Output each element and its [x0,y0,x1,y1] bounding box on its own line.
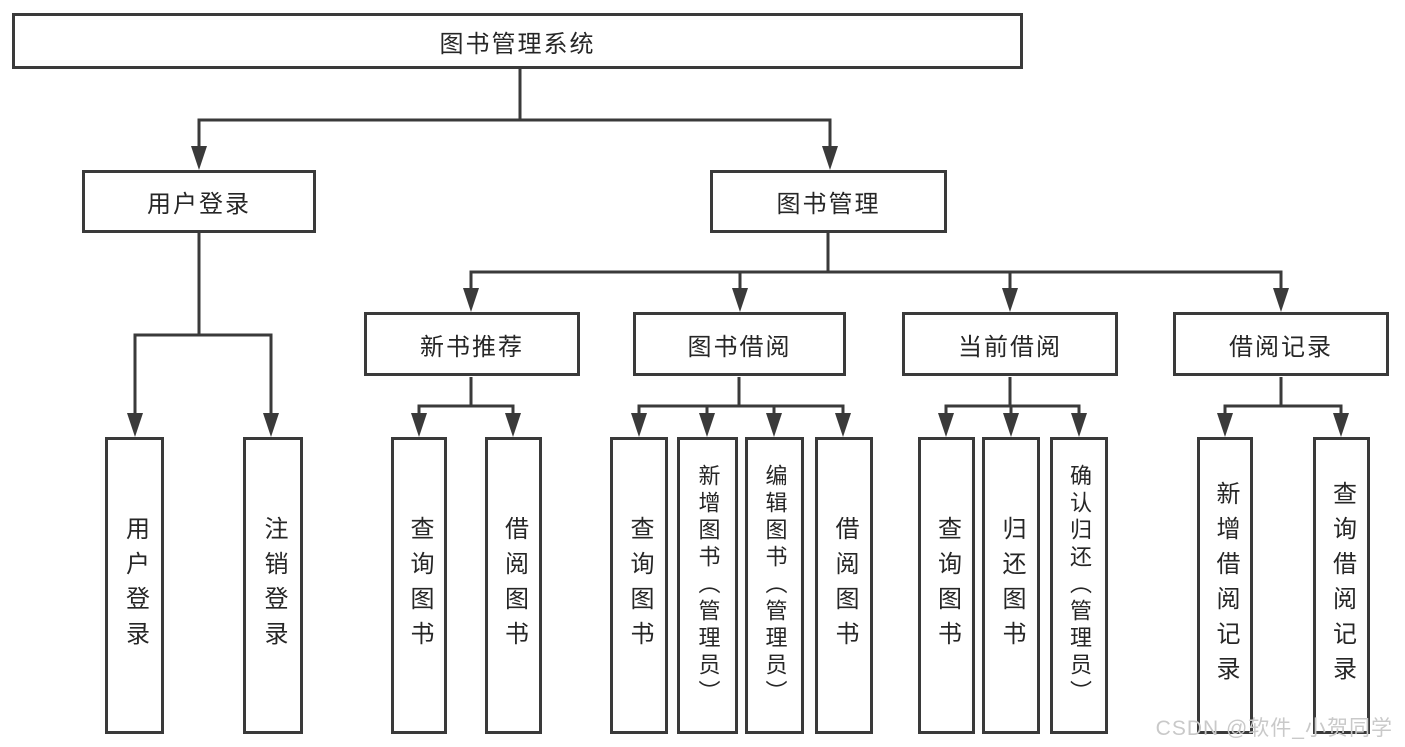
node-borrow-books-borrowing: 借阅图书 [815,437,873,734]
watermark: CSDN @软件_小贺同学 [1155,717,1393,740]
node-user-login-leaf: 用户登录 [105,437,164,734]
node-label: 查询图书 [626,515,653,656]
node-label: 确认归还（管理员） [1067,464,1092,707]
node-label: 编辑图书（管理员） [762,464,788,707]
node-label: 注销登录 [260,515,287,656]
node-add-borrow-record: 新增借阅记录 [1197,437,1253,734]
arrowheads [127,146,1349,437]
node-borrowing-records: 借阅记录 [1173,312,1389,376]
node-new-book-recommendation: 新书推荐 [364,312,580,376]
node-borrow-books-recommend: 借阅图书 [485,437,542,734]
node-label: 借阅图书 [831,515,858,656]
node-book-management: 图书管理 [710,170,947,233]
node-label: 查询借阅记录 [1328,480,1356,691]
node-label: 借阅图书 [500,515,528,656]
node-logout-leaf: 注销登录 [243,437,303,734]
node-book-borrowing: 图书借阅 [633,312,846,376]
node-return-books: 归还图书 [982,437,1040,734]
node-confirm-return-admin: 确认归还（管理员） [1050,437,1108,734]
node-label: 新增借阅记录 [1212,480,1239,691]
node-label: 用户登录 [121,515,149,656]
node-user-login: 用户登录 [82,170,316,233]
node-query-books-current: 查询图书 [918,437,975,734]
node-add-books-admin: 新增图书（管理员） [677,437,738,734]
node-current-borrowing: 当前借阅 [902,312,1118,376]
node-label: 查询图书 [406,515,433,656]
node-query-books-recommend: 查询图书 [391,437,447,734]
node-query-books-borrowing: 查询图书 [610,437,668,734]
node-root: 图书管理系统 [12,13,1023,69]
node-label: 归还图书 [998,515,1025,656]
node-label: 新增图书（管理员） [695,464,721,707]
node-edit-books-admin: 编辑图书（管理员） [745,437,804,734]
node-label: 查询图书 [933,515,961,656]
node-query-borrow-record: 查询借阅记录 [1313,437,1370,734]
